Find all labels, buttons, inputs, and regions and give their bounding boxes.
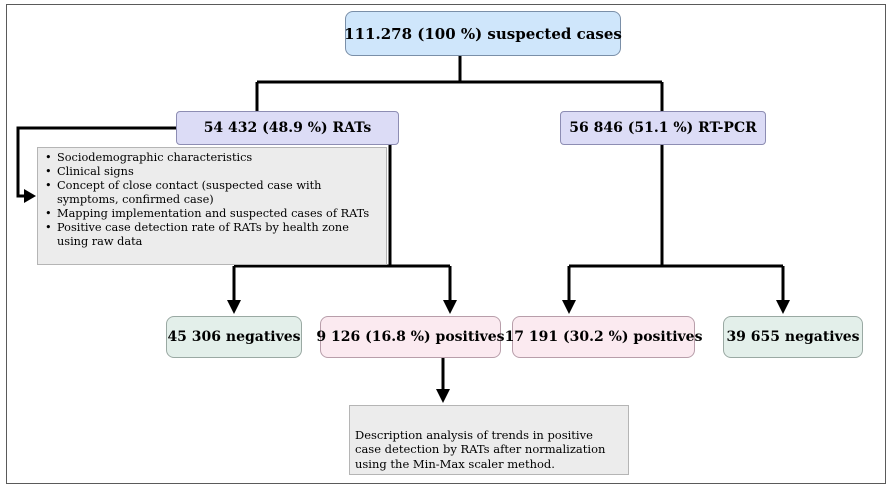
list-item: Mapping implementation and suspected cas… bbox=[42, 207, 382, 221]
suspected-cases-label: 111.278 (100 %) suspected cases bbox=[344, 24, 622, 43]
rats-negatives-box: 45 306 negatives bbox=[166, 316, 302, 358]
arrow-to-pcr-positives bbox=[562, 300, 576, 314]
list-item: Sociodemographic characteristics bbox=[42, 151, 382, 165]
pcr-negatives-label: 39 655 negatives bbox=[726, 329, 860, 345]
arrow-to-trend-analysis bbox=[436, 389, 450, 403]
arrow-to-pcr-negatives bbox=[776, 300, 790, 314]
rats-negatives-label: 45 306 negatives bbox=[167, 329, 301, 345]
rt-pcr-label: 56 846 (51.1 %) RT-PCR bbox=[569, 120, 757, 136]
rats-analyses-box: Sociodemographic characteristics Clinica… bbox=[37, 147, 387, 265]
rats-label: 54 432 (48.9 %) RATs bbox=[203, 120, 372, 136]
rt-pcr-box: 56 846 (51.1 %) RT-PCR bbox=[560, 111, 766, 145]
rats-analyses-connector bbox=[16, 126, 176, 198]
suspected-cases-box: 111.278 (100 %) suspected cases bbox=[344, 11, 622, 56]
pcr-positives-box: 17 191 (30.2 %) positives bbox=[505, 316, 702, 358]
trend-analysis-box: Description analysis of trends in positi… bbox=[349, 405, 629, 475]
pcr-positives-label: 17 191 (30.2 %) positives bbox=[504, 329, 703, 345]
list-item: Concept of close contact (suspected case… bbox=[42, 179, 382, 207]
rats-box: 54 432 (48.9 %) RATs bbox=[176, 111, 399, 145]
trend-analysis-text: Description analysis of trends in positi… bbox=[355, 427, 606, 471]
arrow-to-rats-negatives bbox=[227, 300, 241, 314]
rats-positives-box: 9 126 (16.8 %) positives bbox=[316, 316, 505, 358]
diagram-frame bbox=[6, 4, 886, 484]
arrow-to-analyses bbox=[24, 189, 36, 203]
rats-analyses-list: Sociodemographic characteristics Clinica… bbox=[42, 151, 382, 249]
rats-positives-label: 9 126 (16.8 %) positives bbox=[316, 329, 505, 345]
list-item: Positive case detection rate of RATs by … bbox=[42, 221, 382, 249]
arrow-to-rats-positives bbox=[443, 300, 457, 314]
list-item: Clinical signs bbox=[42, 165, 382, 179]
pcr-negatives-box: 39 655 negatives bbox=[723, 316, 863, 358]
